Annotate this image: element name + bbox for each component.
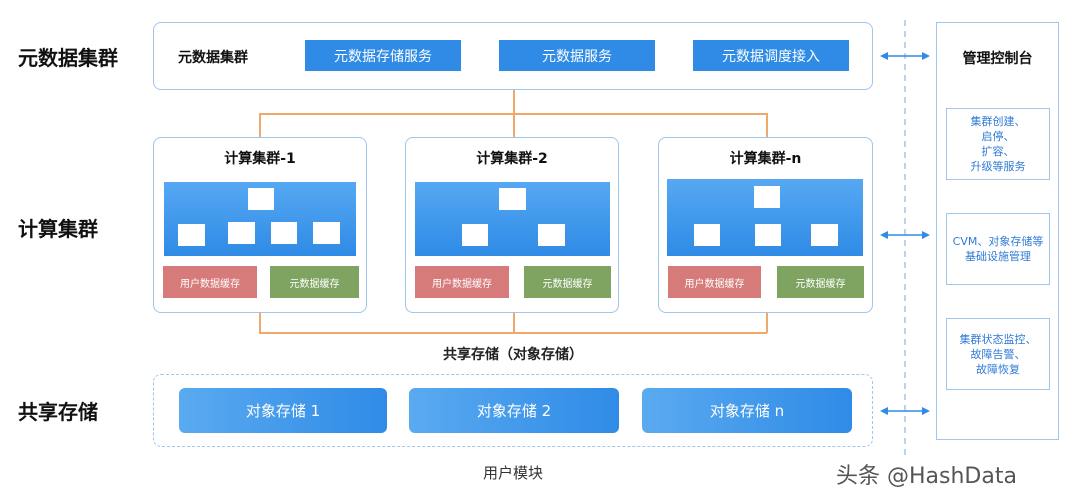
object-storage-1: 对象存储 1 xyxy=(179,388,387,433)
node xyxy=(811,224,838,246)
double-arrow-icon xyxy=(880,407,930,415)
console-title: 管理控制台 xyxy=(962,51,1033,67)
connector-line xyxy=(766,313,768,333)
compute-cluster-title: 计算集群-n xyxy=(729,151,802,167)
node xyxy=(538,224,565,246)
compute-cluster-title: 计算集群-1 xyxy=(224,151,296,167)
connector-line xyxy=(259,113,261,137)
node xyxy=(694,224,720,246)
node xyxy=(271,222,297,244)
connector-line xyxy=(513,313,515,333)
row-label-shared-storage: 共享存储 xyxy=(18,400,98,424)
metadata-cache: 元数据缓存 xyxy=(777,266,864,298)
object-storage-2: 对象存储 2 xyxy=(409,388,619,433)
connector-line xyxy=(513,113,515,137)
connector-line xyxy=(259,313,261,333)
metadata-panel-title: 元数据集群 xyxy=(178,50,248,66)
metadata-service: 元数据服务 xyxy=(499,40,655,71)
connector-line xyxy=(513,90,515,113)
metadata-scheduling-access: 元数据调度接入 xyxy=(693,40,849,71)
row-label-compute-cluster: 计算集群 xyxy=(18,217,98,241)
double-arrow-icon xyxy=(880,52,930,60)
user-data-cache: 用户数据缓存 xyxy=(163,266,257,298)
console-item-monitoring: 集群状态监控、 故障告警、 故障恢复 xyxy=(946,318,1050,390)
console-item-cluster-services: 集群创建、 启停、 扩容、 升级等服务 xyxy=(946,108,1050,180)
node xyxy=(313,222,340,244)
object-storage-n: 对象存储 n xyxy=(642,388,852,433)
user-module-label: 用户模块 xyxy=(482,464,543,482)
watermark: 头条 @HashData xyxy=(836,464,1017,489)
connector-line xyxy=(766,113,768,137)
node xyxy=(462,224,488,246)
shared-storage-caption: 共享存储（对象存储） xyxy=(443,347,583,363)
connector-line xyxy=(259,332,767,334)
metadata-cache: 元数据缓存 xyxy=(270,266,359,298)
node xyxy=(754,186,780,208)
compute-cluster-title: 计算集群-2 xyxy=(476,151,548,167)
user-data-cache: 用户数据缓存 xyxy=(668,266,761,298)
node xyxy=(178,224,205,246)
metadata-cache: 元数据缓存 xyxy=(524,266,611,298)
node xyxy=(499,188,526,210)
node xyxy=(755,224,781,246)
console-item-infrastructure: CVM、对象存储等 基础设施管理 xyxy=(946,213,1050,285)
node xyxy=(248,188,274,210)
divider-dashed-line xyxy=(904,20,906,460)
metadata-storage-service: 元数据存储服务 xyxy=(305,40,461,71)
row-label-metadata-cluster: 元数据集群 xyxy=(18,46,118,70)
user-data-cache: 用户数据缓存 xyxy=(415,266,509,298)
double-arrow-icon xyxy=(880,231,930,239)
node xyxy=(228,222,255,244)
